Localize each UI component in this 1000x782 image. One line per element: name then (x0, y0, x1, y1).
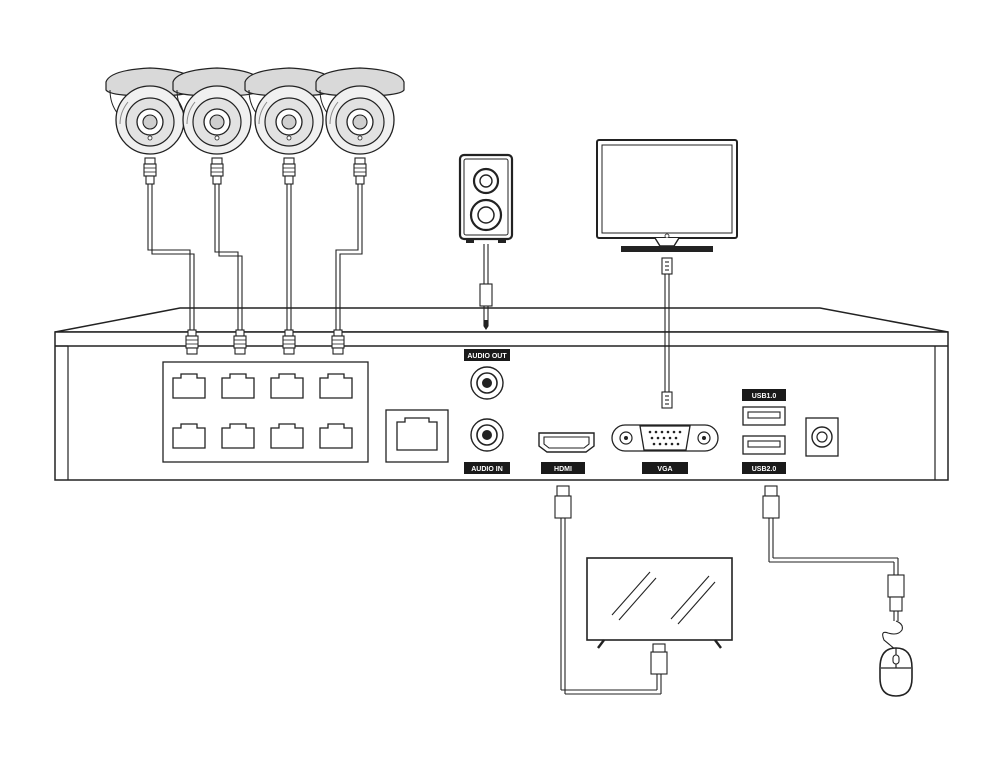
audio-out-jack[interactable]: AUDIO OUT (464, 349, 510, 400)
poe-port-5[interactable] (172, 423, 206, 449)
usb2-label: USB2.0 (752, 466, 777, 473)
vga-port[interactable]: VGA (611, 424, 719, 474)
camera-4 (315, 67, 405, 155)
vga-cable (661, 257, 673, 409)
poe-port-block (162, 361, 369, 463)
lan-port[interactable] (385, 409, 449, 463)
hdmi-port[interactable]: HDMI (538, 432, 595, 474)
usb1-port[interactable]: USB1.0 (742, 389, 786, 426)
vga-label: VGA (657, 466, 672, 473)
camera-cables (143, 157, 367, 355)
audio-in-label: AUDIO IN (471, 466, 503, 473)
poe-port-8[interactable] (319, 423, 353, 449)
usb-mouse-cable (762, 485, 905, 651)
poe-port-7[interactable] (270, 423, 304, 449)
audio-out-label: AUDIO OUT (467, 353, 507, 360)
mouse-icon (879, 647, 913, 697)
hdmi-cable (554, 485, 668, 695)
poe-port-4[interactable] (319, 373, 353, 399)
speaker-icon (458, 153, 514, 243)
audio-cable (479, 244, 493, 330)
monitor-icon (596, 139, 738, 252)
usb2-port[interactable]: USB2.0 (742, 435, 786, 474)
audio-in-jack[interactable]: AUDIO IN (464, 418, 510, 474)
usb1-label: USB1.0 (752, 393, 777, 400)
tv-icon (586, 557, 733, 649)
poe-port-2[interactable] (221, 373, 255, 399)
dome-camera-icon (315, 67, 405, 155)
hdmi-label: HDMI (554, 466, 572, 473)
poe-port-1[interactable] (172, 373, 206, 399)
poe-port-6[interactable] (221, 423, 255, 449)
poe-port-3[interactable] (270, 373, 304, 399)
power-jack[interactable] (805, 417, 839, 457)
